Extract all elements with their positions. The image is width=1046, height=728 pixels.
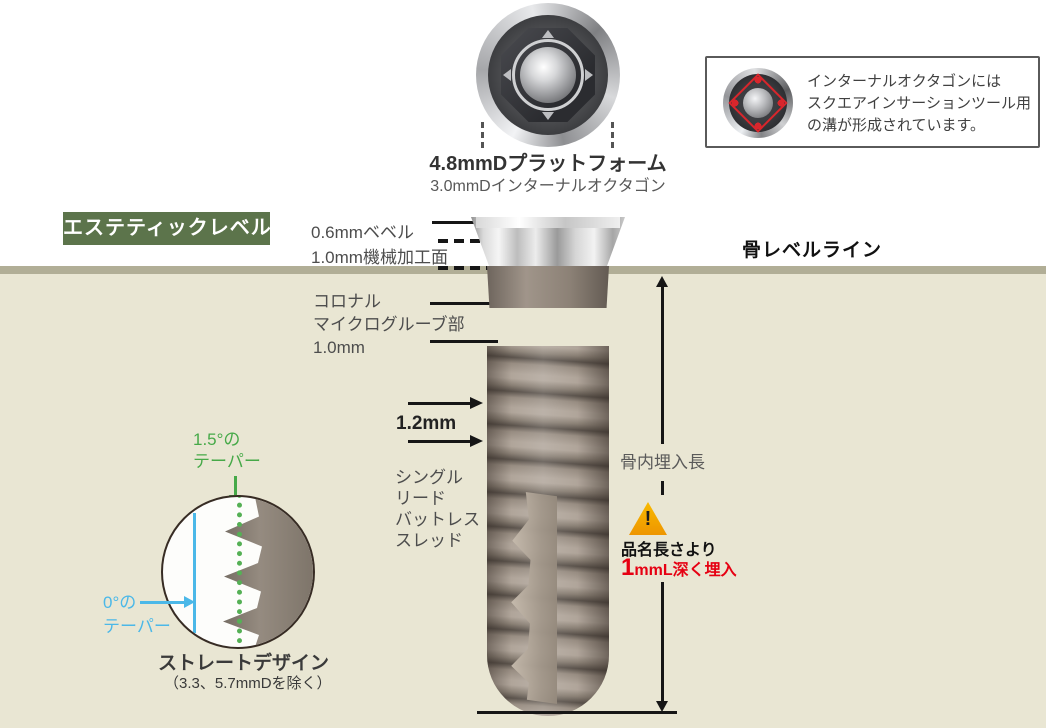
- warning-value-rest: mmL深く埋入: [634, 562, 737, 579]
- octagon-info-box: インターナルオクタゴンには スクエアインサーションツール用 の溝が形成されていま…: [705, 56, 1040, 148]
- straight-design-note: （3.3、5.7mmDを除く）: [164, 675, 332, 692]
- info-box-line: の溝が形成されています。: [807, 117, 986, 134]
- platform-width-guide-right: [611, 122, 614, 148]
- groove-marker-right-icon: [585, 69, 593, 81]
- taper-blue-label: 0°の テーパー: [103, 591, 171, 639]
- dimension-line-dash: [661, 481, 664, 495]
- coronal-label: コロナル: [313, 292, 381, 311]
- implant-microgrooves: [489, 308, 607, 346]
- platform-width-guide-left: [481, 122, 484, 148]
- coronal-pointer-line-lower: [430, 340, 498, 343]
- blue-arrow-head-icon: [184, 596, 195, 608]
- platform-center-dome: [520, 47, 576, 103]
- microgroove-size-label: 1.0mm: [313, 338, 365, 357]
- info-box-line: インターナルオクタゴンには: [807, 73, 1002, 90]
- warning-text-line2: 1mmL深く埋入: [621, 554, 737, 582]
- platform-top-view-photo: [476, 3, 620, 147]
- taper-blue-line2: テーパー: [103, 617, 171, 636]
- bone-level-label: 骨レベルライン: [742, 240, 883, 261]
- blue-arrow-shaft: [140, 601, 186, 604]
- straight-design-caption: ストレートデザイン: [158, 653, 330, 674]
- platform-title: 4.8mmDプラットフォーム: [429, 153, 667, 175]
- platform-highlight-ring: [512, 39, 584, 111]
- warning-value-number: 1: [621, 554, 635, 581]
- implant-rough-neck: [487, 266, 609, 308]
- pitch-arrow-shaft-lower: [408, 440, 472, 443]
- dimension-arrow-down: [656, 701, 668, 712]
- coronal-pointer-line-upper: [430, 302, 496, 305]
- taper-blue-line1: 0°の: [103, 593, 137, 612]
- warning-text-line1: 品名長さより: [621, 542, 717, 559]
- thread-label-block: シングル リード バットレス スレッド: [395, 467, 480, 551]
- microgroove-label: マイクログルーブ部: [313, 315, 465, 334]
- implant-polished-collar: [471, 217, 625, 266]
- pitch-arrow-head-upper: [470, 397, 483, 409]
- pitch-arrow-shaft-upper: [408, 402, 472, 405]
- apex-baseline: [477, 711, 677, 714]
- taper-dotted-line: [237, 497, 242, 647]
- machined-dashed-guide: [438, 266, 512, 270]
- taper-green-line2: テーパー: [193, 452, 261, 471]
- bevel-label: 0.6mmベベル: [311, 223, 414, 242]
- bevel-pointer-line: [432, 221, 486, 224]
- thread-label: バットレス: [395, 510, 480, 529]
- groove-marker-left-icon: [503, 69, 511, 81]
- taper-green-label: 1.5°の テーパー: [193, 429, 261, 473]
- thread-magnifier-circle: [161, 495, 315, 649]
- octagon-info-photo: [723, 68, 793, 138]
- pitch-arrow-head-lower: [470, 435, 483, 447]
- taper-green-line1: 1.5°の: [193, 430, 241, 449]
- info-box-text: インターナルオクタゴンには スクエアインサーションツール用 の溝が形成されていま…: [807, 71, 1035, 137]
- platform-subtitle: 3.0mmDインターナルオクタゴン: [430, 178, 666, 195]
- coronal-label-block: コロナル マイクログルーブ部 1.0mm: [313, 290, 465, 359]
- thread-label: シングル: [395, 468, 463, 487]
- green-arrow-shaft: [234, 476, 237, 497]
- machined-surface-label: 1.0mm機械加工面: [311, 248, 448, 267]
- pitch-label: 1.2mm: [396, 413, 457, 434]
- esthetic-level-badge: エステティックレベル: [63, 212, 271, 245]
- bevel-dashed-guide: [438, 239, 508, 243]
- thread-label: スレッド: [395, 531, 463, 550]
- red-diamond-corner-dots: [732, 77, 784, 129]
- thread-label: リード: [395, 489, 446, 508]
- groove-marker-top-icon: [542, 30, 554, 38]
- info-box-line: スクエアインサーションツール用: [807, 95, 1031, 112]
- dimension-line-lower: [661, 582, 664, 706]
- dimension-line-upper: [661, 286, 664, 444]
- magnified-thread-photo: [223, 497, 313, 647]
- groove-marker-bottom-icon: [542, 112, 554, 120]
- warning-exclamation: !: [644, 508, 652, 530]
- dimension-arrow-up: [656, 276, 668, 287]
- zero-taper-reference-line: [193, 513, 196, 633]
- insertion-length-label: 骨内埋入長: [620, 453, 705, 472]
